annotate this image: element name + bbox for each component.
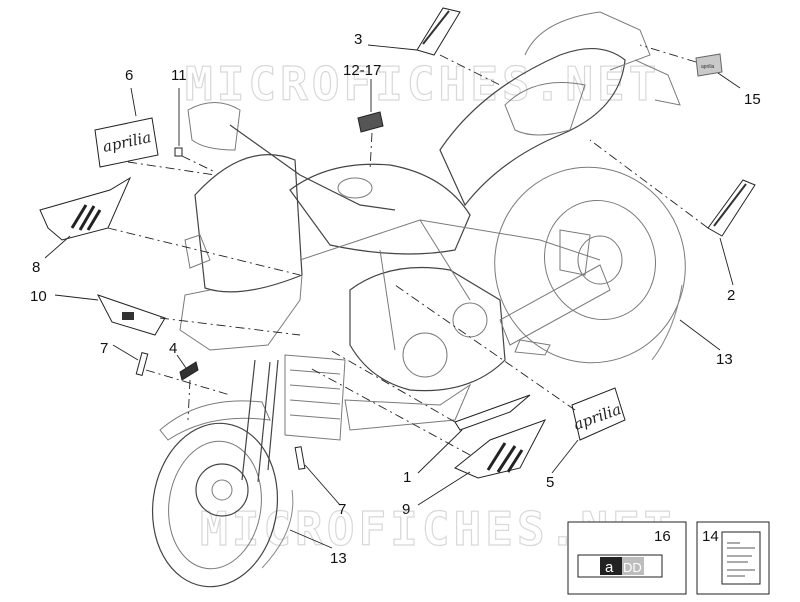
clutch-cover	[402, 332, 448, 378]
decal-2-stripe	[707, 179, 756, 237]
callout-13-rear: 13	[716, 351, 733, 368]
seat	[439, 47, 626, 207]
fuel-tank	[289, 163, 471, 255]
rear-rack	[524, 11, 651, 71]
front-wheel	[151, 422, 279, 588]
decal-15	[695, 53, 723, 77]
rear-hub	[577, 235, 623, 285]
callout-10: 10	[30, 288, 47, 305]
callout-labels: 3 2 15 6 11 12-17 8 10 7 4 7 1 9 5 13 13	[30, 31, 761, 567]
front-rim	[168, 440, 262, 570]
decal-15-text: aprilia	[701, 64, 715, 70]
callout-8: 8	[32, 259, 40, 276]
handguard-left	[187, 102, 241, 151]
alternator-cover	[452, 302, 488, 338]
frame	[299, 219, 601, 351]
rear-wheel	[494, 166, 686, 364]
watermark-top: MICROFICHES.NET	[185, 57, 660, 111]
callout-16: 16	[654, 528, 671, 545]
handlebar	[229, 124, 396, 211]
front-disc	[195, 463, 249, 517]
decal-12-17	[357, 111, 384, 133]
callout-12-17: 12-17	[343, 62, 381, 79]
headlight-fairing	[179, 274, 303, 351]
decal-2-graphic	[713, 183, 747, 227]
decal-3-graphic	[422, 10, 450, 45]
decal-8-graphic	[70, 204, 102, 231]
seat-cushion	[504, 82, 586, 136]
front-hub	[211, 479, 233, 501]
tail-light	[634, 59, 681, 106]
front-forks	[241, 359, 279, 483]
decal-7-lower	[294, 446, 306, 470]
engine-block	[349, 266, 506, 392]
mirror-left	[184, 234, 211, 269]
exhaust	[559, 229, 591, 276]
decal-6	[94, 117, 159, 168]
decal-11	[174, 147, 183, 157]
callout-5: 5	[546, 474, 554, 491]
decal-16-grey-block	[622, 557, 644, 575]
rear-disc	[544, 199, 656, 321]
callout-14: 14	[702, 528, 719, 545]
decal-13-rear	[651, 284, 683, 361]
decal-9-graphic	[486, 442, 524, 473]
decal-16-a: a	[605, 559, 614, 576]
decal-16-dd: DD	[623, 560, 642, 575]
callout-3: 3	[354, 31, 362, 48]
callout-6: 6	[125, 67, 133, 84]
callout-2: 2	[727, 287, 735, 304]
decal-5	[571, 387, 626, 441]
radiator-fins	[289, 369, 341, 420]
swingarm	[499, 264, 611, 346]
windscreen	[194, 154, 303, 293]
callout-7-lower: 7	[338, 501, 346, 518]
motorcycle-drawing	[151, 11, 686, 588]
front-fender	[159, 400, 271, 441]
callout-11: 11	[171, 67, 187, 84]
inset-box-16: 16 a DD	[567, 521, 687, 595]
decal-1-stripe	[454, 394, 531, 431]
callout-15: 15	[744, 91, 761, 108]
callout-13-front: 13	[330, 550, 347, 567]
fuel-cap	[337, 177, 373, 199]
callout-9: 9	[402, 501, 410, 518]
decal-3-stripe	[416, 7, 461, 56]
inset-box-14: 14	[696, 521, 770, 595]
decal-7-upper	[135, 351, 149, 377]
callout-4: 4	[169, 340, 177, 357]
decal-14-label	[721, 531, 761, 585]
decal-16-dark-block	[600, 557, 622, 575]
callout-7-upper: 7	[100, 340, 108, 357]
callout-1: 1	[403, 469, 411, 486]
leader-lines	[44, 44, 741, 549]
decal-10-badge	[122, 312, 134, 320]
decal-14-lines	[727, 542, 755, 577]
decal-4	[179, 361, 199, 381]
radiator	[284, 354, 346, 441]
decal-13-front	[261, 489, 294, 569]
footpeg	[514, 339, 551, 356]
bellypan	[344, 383, 472, 431]
